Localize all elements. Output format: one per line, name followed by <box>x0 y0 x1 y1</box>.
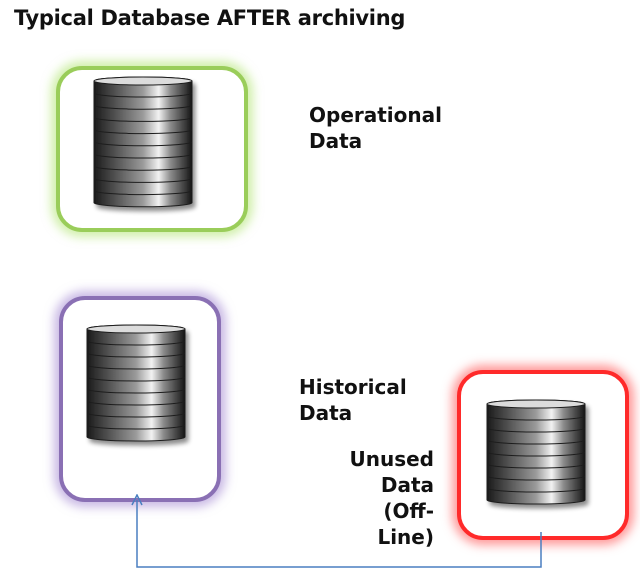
operational-data-label: Operational Data <box>309 103 442 153</box>
page-title: Typical Database AFTER archiving <box>14 6 406 30</box>
historical-data-label: Historical Data <box>299 375 407 425</box>
disk-top-cap <box>486 399 586 409</box>
archive-return-arrow <box>137 500 542 568</box>
unused-data-label: Unused Data (Off-Line) <box>349 447 434 549</box>
disk-top-cap <box>86 324 186 334</box>
operational-database-icon <box>93 76 193 208</box>
unused-database-icon <box>486 399 586 505</box>
disk-top-cap <box>93 76 193 86</box>
historical-database-icon <box>86 324 186 442</box>
